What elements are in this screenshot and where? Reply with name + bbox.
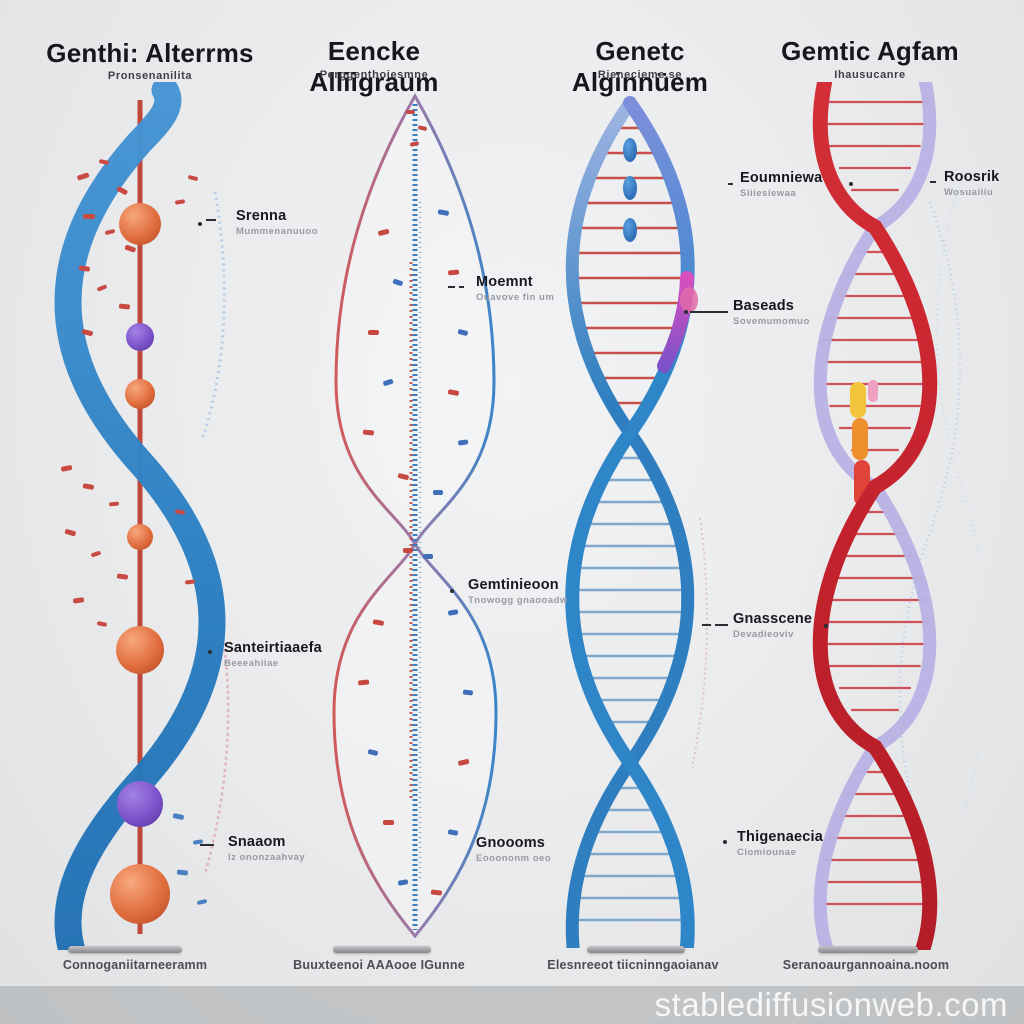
dna-helix-1-illustration — [54, 82, 230, 950]
annotation-label: Roosrik Wosuaiiiu — [944, 169, 1000, 198]
base-platform — [587, 946, 685, 953]
leader-dot — [198, 222, 202, 226]
annotation-label: Snaaom Iz ononzaahvay — [228, 834, 306, 863]
column2-title: Eencke Alliigraum — [309, 36, 439, 97]
base-platform — [68, 946, 182, 953]
column3-subtitle: Rienecieme.se — [597, 69, 683, 81]
leader-dot — [723, 840, 727, 844]
dna-helix-2-illustration — [332, 92, 498, 939]
annotation-label: Srenna Mummenanuuoo — [236, 208, 318, 237]
leader-dot — [684, 310, 688, 314]
dna-helix-3-illustration — [565, 96, 708, 948]
column4-subtitle: Ihausucanre — [834, 69, 906, 81]
node-sphere-orange — [119, 203, 161, 245]
annotation-label: Gemtinieoon Tnowogg gnaooadw — [468, 577, 568, 606]
annotation-label: Santeirtiaaefa Beeeahiiae — [224, 640, 322, 669]
column2-subtitle: Perggenthoiesmne — [319, 69, 429, 81]
leader-dot — [208, 650, 212, 654]
leader-line — [690, 311, 728, 313]
leader-line — [206, 219, 216, 221]
dna-helix-4-illustration — [812, 82, 980, 950]
column1-subtitle: Pronsenanilita — [107, 70, 193, 82]
leader-line — [459, 286, 464, 288]
annotation-label: Gnasscene Devadieoviv — [733, 611, 813, 640]
column3-caption: Elesnreeot tiicninngaoianav — [547, 958, 719, 972]
base-pair-bead — [623, 138, 637, 162]
column4-caption: Seranoaurgannoaina.noom — [782, 958, 950, 972]
base-platform — [818, 946, 918, 953]
leader-line — [728, 183, 733, 185]
leader-line — [448, 286, 455, 288]
annotation-label: Thigenaecia Ciomiounae — [737, 829, 824, 858]
watermark-text: stablediffusionweb.com — [654, 986, 1008, 1023]
leader-line — [200, 844, 214, 846]
leader-line — [702, 624, 711, 626]
annotation-label: Gnoooms Eooononm oeo — [476, 835, 552, 864]
leader-dot — [450, 589, 454, 593]
leader-dot — [824, 624, 828, 628]
leader-dot — [849, 182, 853, 186]
node-sphere-purple — [126, 323, 154, 351]
annotation-label: Moemnt Ouavove fin um — [476, 274, 555, 303]
column3-title: Genetc Alginnüem — [571, 36, 709, 97]
annotation-label: Eoumniewa Siiiesiewaa — [740, 170, 823, 199]
column1-title: Genthi: Alterrms — [46, 38, 254, 68]
leader-line — [715, 624, 728, 626]
column1-caption: Connoganiitarneeramm — [62, 958, 208, 972]
column2-caption: Buuxteenoi AAAooe IGunne — [293, 958, 465, 972]
leader-line — [930, 181, 936, 183]
column4-title: Gemtic Agfam — [781, 36, 959, 66]
annotation-label: Baseads Sovemumomuo — [733, 298, 810, 327]
base-platform — [333, 946, 431, 953]
watermark-strip: stablediffusionweb.com — [0, 986, 1024, 1024]
